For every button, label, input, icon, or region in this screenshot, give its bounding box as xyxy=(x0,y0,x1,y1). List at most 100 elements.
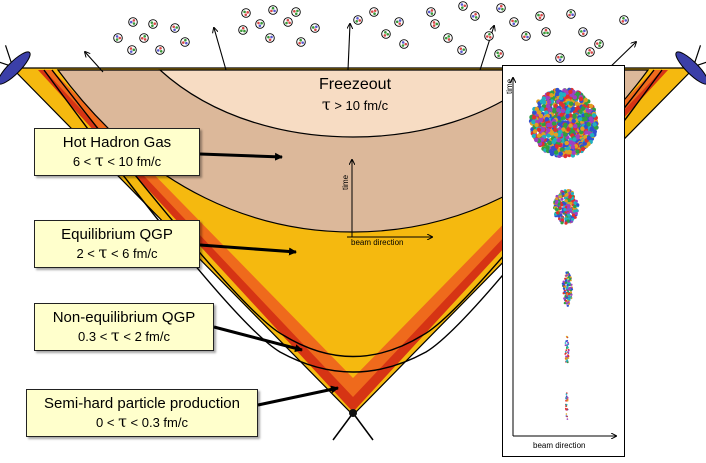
simulated-particle xyxy=(570,288,574,291)
simulated-particle xyxy=(566,344,568,346)
stage-name: Hot Hadron Gas xyxy=(62,134,172,151)
simulated-particle xyxy=(531,119,536,125)
hadron-particle xyxy=(541,27,551,37)
simulated-particle xyxy=(566,286,569,290)
simulated-particle xyxy=(571,217,575,221)
simulated-particle xyxy=(567,292,571,296)
simulated-particle xyxy=(567,343,570,346)
simulated-particle xyxy=(555,194,559,199)
simulated-particle xyxy=(565,358,567,361)
simulated-particle xyxy=(560,221,564,225)
hadron-particle xyxy=(457,45,467,55)
simulated-particle xyxy=(560,197,564,201)
simulated-particle xyxy=(568,89,573,94)
simulated-particle xyxy=(567,280,570,283)
simulated-particle xyxy=(567,341,569,344)
simulated-particle xyxy=(557,202,561,206)
simulated-particle xyxy=(571,118,576,124)
simulated-particle xyxy=(567,301,570,304)
simulated-particle xyxy=(532,110,537,115)
hadron-particle xyxy=(139,33,149,43)
simulated-particle xyxy=(567,351,569,353)
simulated-particle xyxy=(546,122,551,128)
collision-vertex xyxy=(332,409,374,441)
stage-box-semihard-production: Semi-hard particle production 0 < τ < 0.… xyxy=(26,389,258,437)
stage-box-hot-hadron-gas: Hot Hadron Gas 6 < τ < 10 fm/c xyxy=(34,128,200,176)
simulated-particle xyxy=(566,418,569,420)
simulated-particle xyxy=(565,113,570,119)
simulated-particle xyxy=(554,207,558,211)
simulated-particle xyxy=(547,140,552,145)
hadron-particle xyxy=(148,19,158,29)
stage-range: 0.3 < τ < 2 fm/c xyxy=(78,326,170,345)
right-detector-icon xyxy=(675,45,706,85)
simulated-particle xyxy=(564,140,569,146)
simulated-particle xyxy=(555,199,559,203)
simulated-particle xyxy=(567,276,570,279)
simulated-particle xyxy=(564,353,567,355)
simulated-particle xyxy=(575,209,579,213)
simulated-particle xyxy=(548,149,553,154)
hadron-particle xyxy=(566,9,576,19)
simulated-particle xyxy=(536,133,542,138)
simulated-particle xyxy=(579,129,584,135)
simulated-particle xyxy=(559,213,563,217)
simulated-particle xyxy=(538,118,543,123)
simulated-particle xyxy=(566,107,571,112)
simulated-particle xyxy=(534,122,539,128)
stage-box-nonequilibrium-qgp: Non-equilibrium QGP 0.3 < τ < 2 fm/c xyxy=(34,303,214,351)
hadron-particle xyxy=(291,7,301,17)
simulated-particle xyxy=(573,123,578,129)
hadron-particle xyxy=(296,37,306,47)
freezeout-label: Freezeout τ > 10 fm/c xyxy=(285,75,425,116)
simulated-particle xyxy=(580,126,585,131)
simulated-particle xyxy=(565,413,568,415)
simulated-particle xyxy=(565,398,567,400)
simulated-particle xyxy=(575,149,580,154)
hadron-particle xyxy=(369,7,379,17)
hadron-particle xyxy=(619,15,629,25)
simulated-particle xyxy=(558,195,562,199)
simulated-particle xyxy=(557,122,562,127)
simulated-particle xyxy=(589,126,594,132)
stage-range: 6 < τ < 10 fm/c xyxy=(72,151,162,170)
simulated-particle xyxy=(564,281,568,284)
simulated-particle xyxy=(567,213,571,217)
simulated-particle xyxy=(585,108,590,113)
simulated-particle xyxy=(565,405,567,408)
simulated-particle xyxy=(564,407,567,410)
simulated-particle xyxy=(565,296,568,299)
simulated-particle xyxy=(541,96,546,101)
simulated-particle xyxy=(546,100,552,105)
simulated-particle xyxy=(560,203,564,207)
simulated-particle xyxy=(547,107,552,112)
hadron-particle xyxy=(443,33,453,43)
simulated-particle xyxy=(563,208,567,212)
hadron-particle xyxy=(430,19,440,29)
hadron-particle xyxy=(394,17,404,27)
simulated-particle xyxy=(565,395,568,398)
simulated-particle xyxy=(558,151,563,156)
simulated-particle xyxy=(565,355,567,358)
simulated-particle xyxy=(566,304,569,307)
panel-axis-time-label: time xyxy=(505,78,514,94)
simulated-particle xyxy=(572,137,577,142)
simulated-particle xyxy=(564,199,568,203)
simulated-particle xyxy=(570,192,574,196)
hadron-particle xyxy=(521,31,531,41)
simulated-particle xyxy=(564,217,568,221)
simulated-particle xyxy=(567,288,571,291)
simulated-particle xyxy=(541,100,547,105)
stage-name: Semi-hard particle production xyxy=(44,395,240,412)
simulated-particle xyxy=(571,213,576,217)
simulated-particle xyxy=(565,349,568,352)
simulated-particle xyxy=(555,91,560,97)
simulated-particle xyxy=(558,95,564,101)
hadron-particle xyxy=(509,17,519,27)
hadron-particle xyxy=(535,11,545,21)
simulated-particle xyxy=(531,115,537,120)
simulated-particle xyxy=(564,277,567,280)
simulated-particle xyxy=(573,201,577,205)
simulated-particle xyxy=(559,147,565,152)
